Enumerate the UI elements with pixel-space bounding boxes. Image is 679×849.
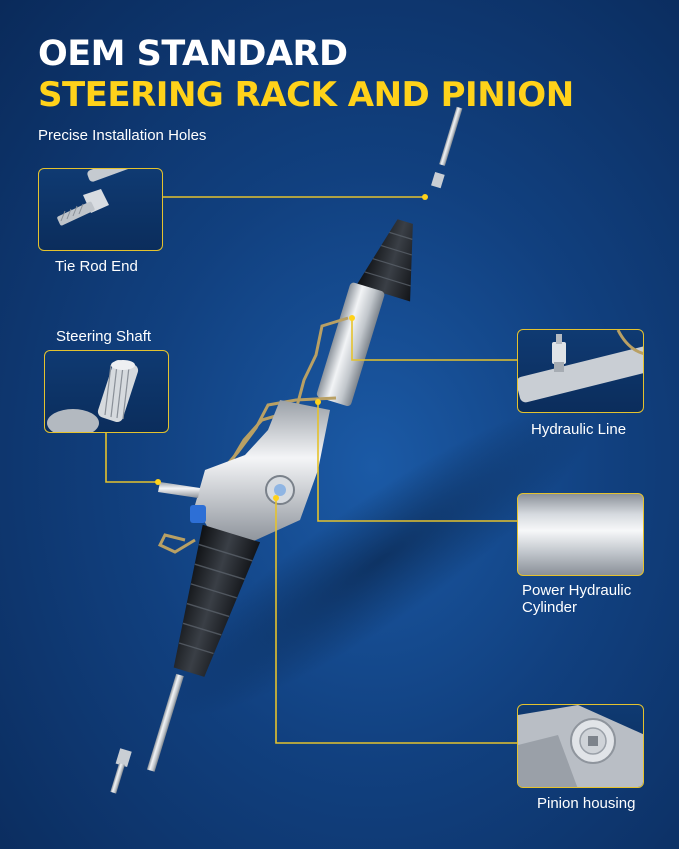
tie-rod-end-label: Tie Rod End: [55, 258, 138, 275]
headline-line-1: OEM STANDARD: [38, 34, 348, 74]
upper-boot: [356, 219, 413, 302]
callout-lines: [105, 196, 517, 744]
pinion-housing-thumbnail: [517, 704, 644, 788]
valve-housing: [158, 400, 330, 545]
subtitle: Precise Installation Holes: [38, 127, 207, 144]
power-hydraulic-cylinder-label-line-2: Cylinder: [522, 599, 578, 616]
callout-dots: [155, 194, 428, 501]
headline-line-2: STEERING RACK AND PINION: [38, 75, 574, 115]
hydraulic-lines: [157, 316, 349, 554]
lower-boot: [173, 524, 261, 677]
power-hydraulic-cylinder-label: Power Hydraulic Cylinder: [522, 582, 631, 616]
power-hydraulic-cylinder-label-line-1: Power Hydraulic: [522, 582, 632, 599]
lower-tie-rod: [110, 673, 184, 794]
steering-shaft-label: Steering Shaft: [56, 328, 152, 345]
hydraulic-line-thumbnail: [517, 329, 644, 413]
pinion-housing-label: Pinion housing: [537, 795, 636, 812]
steering-shaft-thumbnail: [44, 350, 169, 433]
power-cylinder-tube: [316, 282, 385, 406]
upper-tie-rod: [431, 106, 463, 189]
product-shadow: [164, 402, 596, 718]
hydraulic-line-label: Hydraulic Line: [531, 421, 627, 438]
power-hydraulic-cylinder-thumbnail: [517, 493, 644, 576]
tie-rod-end-thumbnail: [38, 168, 163, 251]
headline: OEM STANDARD STEERING RACK AND PINION: [38, 34, 574, 116]
